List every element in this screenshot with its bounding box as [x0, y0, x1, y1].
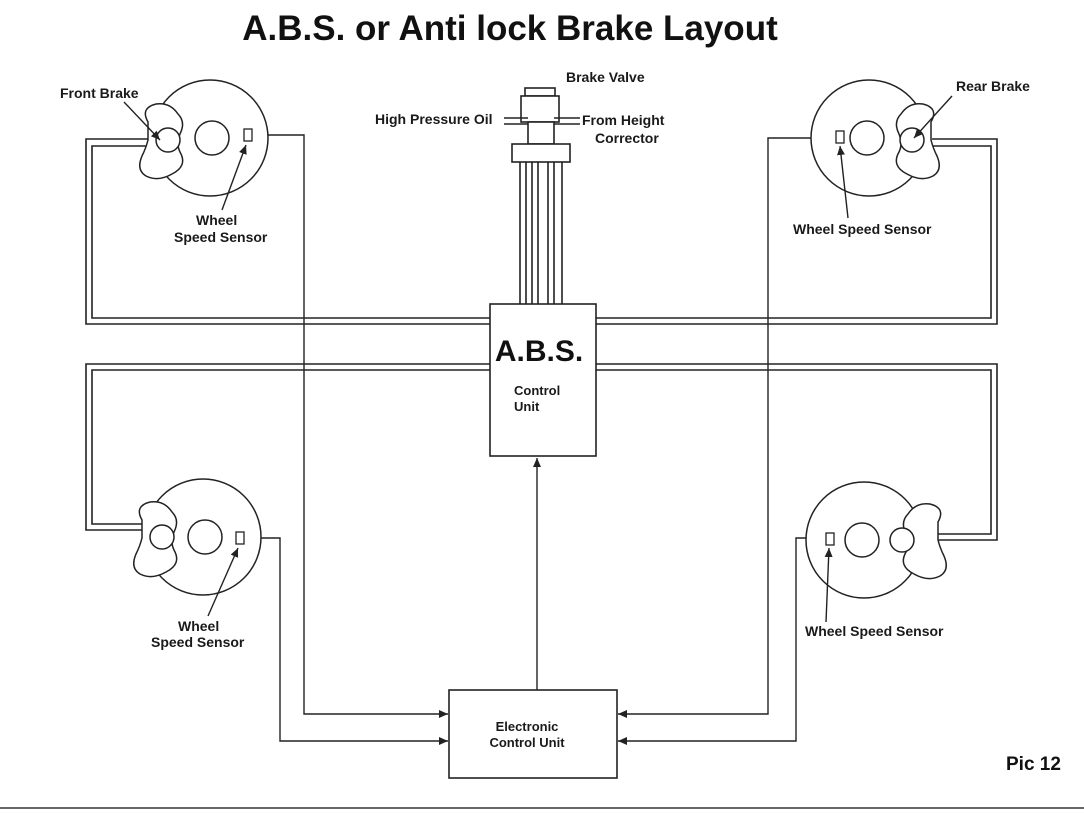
wheel-front-right: [805, 481, 947, 599]
wheel-rear-right: [810, 79, 940, 197]
pipe-front-left: [85, 138, 490, 325]
sensor-front-right: [825, 532, 835, 546]
label-corrector: Corrector: [595, 130, 659, 146]
abs-unit-label: A.B.S.: [495, 335, 583, 368]
label-wheel-front-left: Wheel: [196, 212, 237, 228]
wheel-front-left: [139, 79, 269, 197]
wire-front-right-sensor: [618, 537, 826, 745]
hydraulic-pipes: [85, 138, 998, 541]
label-from-height: From Height: [582, 112, 665, 128]
pipe-front-right: [596, 363, 998, 541]
leader-lines: [123, 95, 953, 623]
wheel-rear-left: [133, 478, 262, 596]
electronic-control-unit: [448, 689, 618, 779]
picture-number: Pic 12: [1006, 754, 1061, 775]
pipe-rear-left: [85, 363, 490, 531]
label-speed-sensor-front-left: Speed Sensor: [174, 229, 268, 245]
sensor-rear-left: [235, 531, 245, 545]
label-rear-brake: Rear Brake: [956, 78, 1030, 94]
pipe-rear-right: [596, 138, 998, 325]
brake-valve: [504, 87, 580, 163]
sensor-rear-right: [835, 130, 845, 144]
label-speed-sensor-rear-left: Speed Sensor: [151, 634, 245, 650]
abs-control-label: Control: [514, 383, 560, 398]
wire-rear-right-sensor: [618, 137, 833, 718]
label-wheel-speed-sensor-front-right: Wheel Speed Sensor: [805, 623, 944, 639]
label-wheel-rear-left: Wheel: [178, 618, 219, 634]
label-high-pressure-oil: High Pressure Oil: [375, 111, 492, 127]
label-brake-valve: Brake Valve: [566, 69, 645, 85]
label-front-brake: Front Brake: [60, 85, 139, 101]
ecu-label-line1: Electronic: [496, 719, 559, 734]
ecu-label-line2: Control Unit: [489, 735, 565, 750]
pipe-valve-to-abs: [519, 162, 563, 304]
wire-front-left-sensor: [258, 134, 448, 718]
diagram-title: A.B.S. or Anti lock Brake Layout: [242, 9, 778, 48]
sensor-front-left: [243, 128, 253, 142]
abs-control-unit: [489, 303, 597, 457]
label-wheel-speed-sensor-rear-right: Wheel Speed Sensor: [793, 221, 932, 237]
wire-rear-left-sensor: [244, 537, 448, 745]
abs-unit-sub-label: Unit: [514, 399, 540, 414]
